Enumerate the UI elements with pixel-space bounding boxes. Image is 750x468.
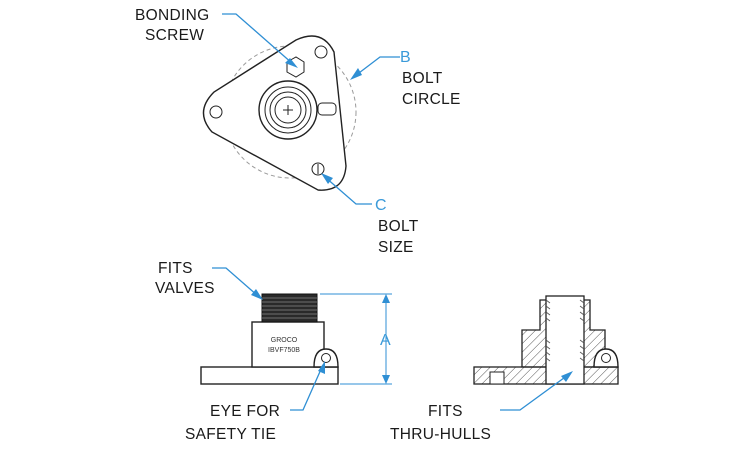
leader-bonding-screw: [222, 13, 298, 68]
eye-lug: [313, 348, 339, 368]
leader-bolt-size: [321, 173, 372, 205]
label-screw: SCREW: [145, 27, 204, 44]
label-bonding: BONDING: [135, 7, 209, 24]
bolt-hole-left: [209, 105, 223, 119]
dimension-a: [320, 293, 392, 385]
key-b: B: [400, 49, 411, 66]
label-fits-2: FITS: [428, 403, 463, 420]
leader-fits-thru-hulls: [500, 371, 573, 411]
section-view: [473, 295, 619, 385]
leader-fits-valves: [212, 267, 263, 300]
leader-eye-safety-tie: [290, 361, 325, 411]
engraving-brand: GROCO: [271, 337, 298, 344]
top-view: [202, 35, 357, 191]
section-bore: [545, 295, 585, 385]
label-bolt-1: BOLT: [402, 70, 443, 87]
engraving-model: IBVF750B: [268, 347, 300, 354]
label-safety-tie: SAFETY TIE: [185, 426, 276, 443]
label-dimension-a: A: [380, 332, 391, 349]
label-bolt-2: BOLT: [378, 218, 419, 235]
eye-tab-top: [317, 102, 337, 116]
side-body: [251, 321, 325, 368]
label-size: SIZE: [378, 239, 414, 256]
label-valves: VALVES: [155, 280, 215, 297]
bonding-screw-hex: [286, 56, 305, 78]
label-circle: CIRCLE: [402, 91, 461, 108]
label-eye-for: EYE FOR: [210, 403, 280, 420]
side-flange-plate: [200, 366, 339, 385]
label-fits-1: FITS: [158, 260, 193, 277]
label-thru-hulls: THRU-HULLS: [390, 426, 491, 443]
key-c: C: [375, 197, 387, 214]
bolt-hole-top: [314, 45, 328, 59]
bolt-hole-bottom: [311, 162, 325, 176]
side-view: GROCO IBVF750B: [200, 293, 339, 385]
leader-bolt-circle: [350, 56, 400, 80]
threaded-section: [261, 293, 318, 323]
